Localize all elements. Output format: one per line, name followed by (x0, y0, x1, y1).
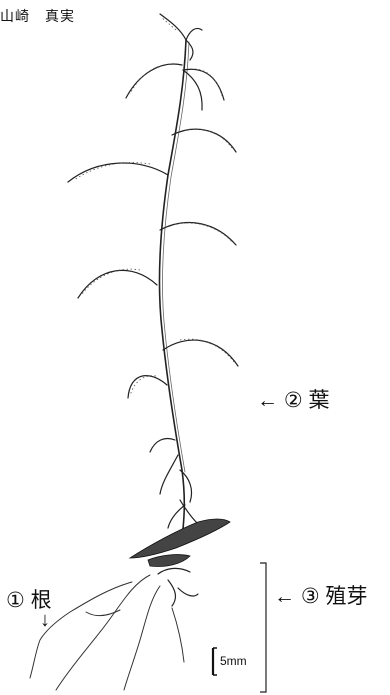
leaf-whorl-5 (150, 439, 192, 503)
scale-bar (213, 648, 217, 675)
top-tuft (160, 14, 202, 60)
stem-shadow (163, 42, 189, 472)
root-arrow-icon: ↓ (40, 609, 50, 632)
turion-bud (130, 500, 230, 606)
leaf-whorl-2 (68, 129, 236, 182)
leaf-whorl-3 (78, 223, 236, 298)
scale-label: 5mm (220, 654, 247, 668)
leaf-whorl-4 (128, 339, 238, 398)
roots (30, 575, 184, 690)
bud-bracket (260, 563, 266, 692)
leaf-whorl-1 (126, 64, 224, 110)
label-turion: ← ③ 殖芽 (274, 580, 368, 610)
label-leaf: ← ② 葉 (257, 384, 330, 414)
